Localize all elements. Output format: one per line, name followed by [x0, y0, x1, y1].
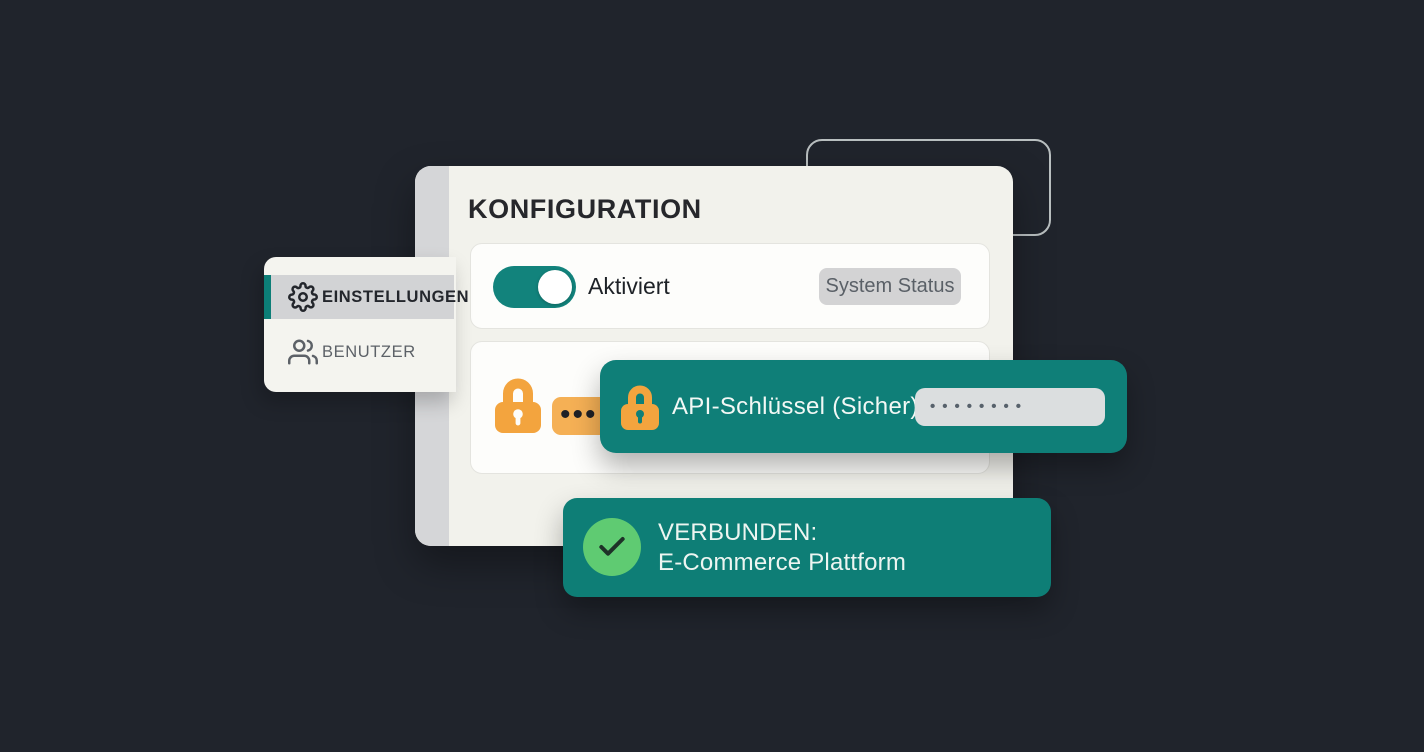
- connected-banner: VERBUNDEN: E-Commerce Plattform: [563, 498, 1051, 597]
- enabled-toggle[interactable]: [493, 266, 576, 308]
- sidebar-item-benutzer[interactable]: BENUTZER: [264, 330, 454, 374]
- sidebar-item-label: EINSTELLUNGEN: [322, 288, 470, 306]
- status-badge: System Status: [819, 268, 961, 305]
- toggle-label: Aktiviert: [588, 273, 670, 299]
- system-status-row: Aktiviert System Status: [470, 243, 990, 329]
- users-icon: [288, 337, 318, 367]
- check-circle-icon: [583, 518, 641, 576]
- active-item-accent: [264, 275, 271, 319]
- banner-line2: E-Commerce Plattform: [658, 549, 907, 576]
- lock-icon: [621, 382, 659, 437]
- toggle-knob: [538, 270, 572, 304]
- gear-icon: [288, 282, 318, 312]
- banner-line1: VERBUNDEN:: [658, 519, 818, 546]
- banner-text: VERBUNDEN: E-Commerce Plattform: [658, 518, 906, 578]
- api-key-label: API-Schlüssel (Sicher): [672, 393, 919, 420]
- nav-sidebar: EINSTELLUNGEN BENUTZER: [264, 257, 469, 392]
- api-key-popup: API-Schlüssel (Sicher) ••••••••: [600, 360, 1127, 453]
- konfiguration-panel: KONFIGURATION Aktiviert System Status ••…: [415, 166, 1013, 546]
- lock-icon: [495, 375, 541, 440]
- sidebar-item-einstellungen[interactable]: EINSTELLUNGEN: [264, 275, 469, 319]
- api-key-password-field[interactable]: ••••••••: [915, 388, 1105, 426]
- sidebar-item-label: BENUTZER: [322, 343, 416, 361]
- page-title: KONFIGURATION: [468, 194, 702, 224]
